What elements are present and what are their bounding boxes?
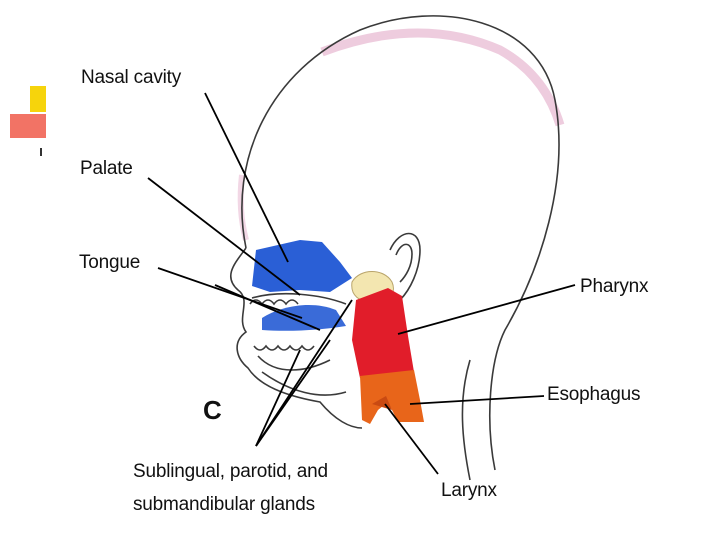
label-palate: Palate <box>80 158 133 179</box>
slide-accent-tick <box>40 148 42 156</box>
label-pharynx: Pharynx <box>580 276 649 297</box>
jaw-line <box>262 372 346 395</box>
ear <box>390 234 420 301</box>
label-nasal-cavity: Nasal cavity <box>81 67 182 88</box>
slide-accent-yellow <box>30 86 46 112</box>
leader-pharynx <box>398 285 575 334</box>
label-glands-line1: Sublingual, parotid, and <box>133 461 328 482</box>
label-larynx: Larynx <box>441 480 498 501</box>
label-tongue: Tongue <box>79 252 140 273</box>
label-glands-line2: submandibular glands <box>133 494 315 515</box>
ear-inner <box>396 244 412 282</box>
leader-gland-sublingual <box>256 350 300 446</box>
slide-accent-red <box>10 114 46 138</box>
teeth-lower <box>254 346 314 350</box>
nasal-cavity-region <box>252 240 352 292</box>
leader-esophagus <box>410 396 544 404</box>
neck-back <box>462 360 470 480</box>
label-esophagus: Esophagus <box>547 384 640 405</box>
panel-letter: C <box>203 395 222 425</box>
esophagus-region <box>360 370 424 424</box>
leader-palate <box>148 178 300 295</box>
